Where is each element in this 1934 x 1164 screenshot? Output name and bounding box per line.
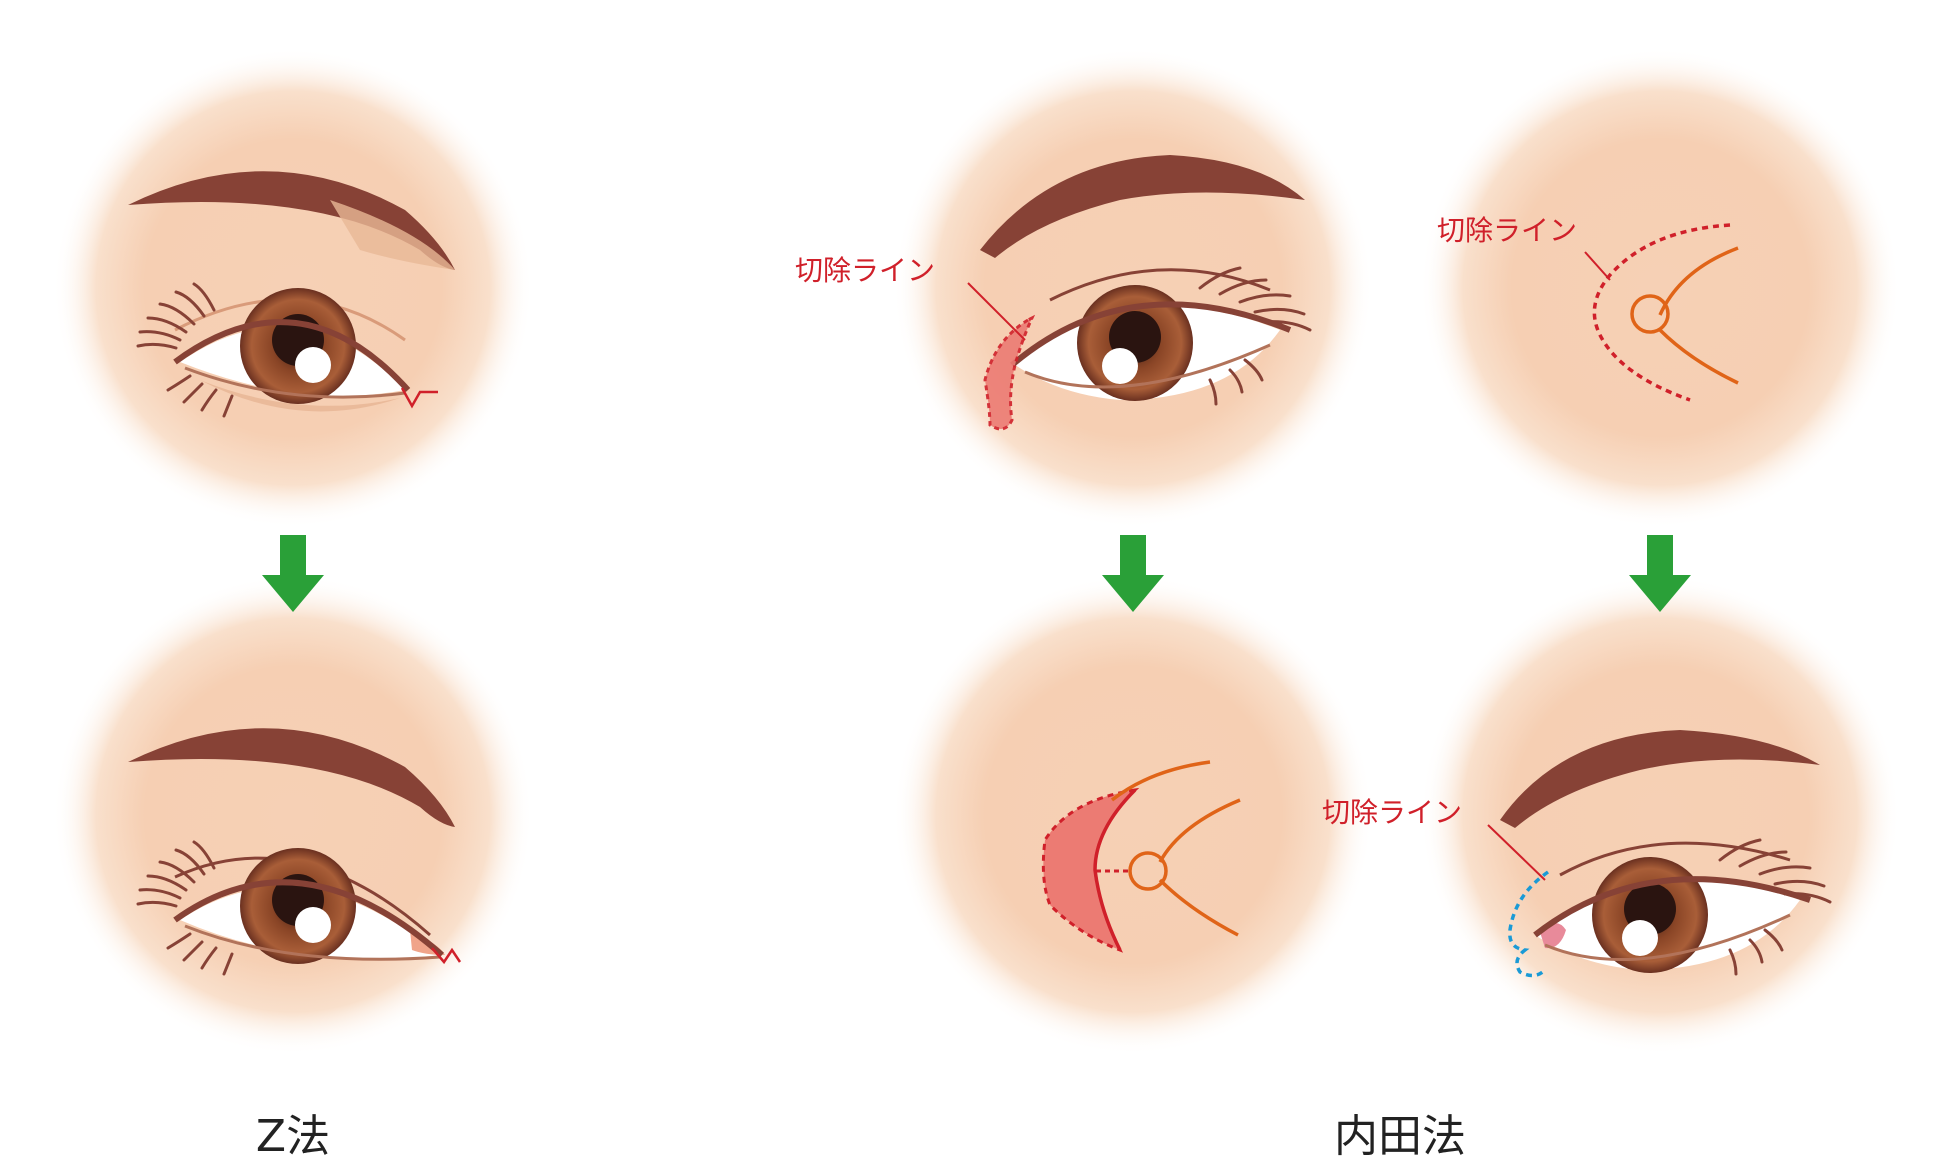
cut-area-filled xyxy=(1041,787,1140,953)
leader-line xyxy=(1584,251,1611,281)
upper-lashes xyxy=(1718,838,1832,904)
lower-lid-line xyxy=(184,924,441,961)
lower-lid-shadow xyxy=(200,380,400,412)
upper-lashes xyxy=(136,840,216,908)
caruncle-circle xyxy=(1630,294,1670,334)
highlight xyxy=(295,907,331,943)
eye-uchida-before: 切除ライン xyxy=(795,155,1312,431)
cut-area xyxy=(983,314,1036,431)
upper-lid-line xyxy=(1010,301,1292,368)
lower-lashes xyxy=(166,932,234,976)
cut-line-leader xyxy=(1487,824,1546,881)
lower-lid-line xyxy=(184,366,406,399)
lid-margin-upper xyxy=(1110,760,1211,802)
lower-lashes xyxy=(1208,358,1264,406)
eye-z-before xyxy=(128,171,455,418)
eye-uchida-after: 切除ライン xyxy=(1322,730,1832,978)
highlight xyxy=(1102,348,1138,384)
blue-dashed-line xyxy=(1508,870,1550,978)
eyebrow xyxy=(980,155,1305,258)
lid-margin-detail-upper xyxy=(1158,798,1241,863)
lower-lashes xyxy=(1728,928,1784,976)
skin-circle-uchida-after xyxy=(1420,575,1900,1055)
lid-margin-lower xyxy=(1658,328,1739,385)
skin-circle-z-before xyxy=(53,48,533,528)
highlight xyxy=(1622,920,1658,956)
upper-lid-line xyxy=(173,879,444,958)
highlight xyxy=(295,347,331,383)
uchida-mid xyxy=(1041,760,1241,953)
caption-z-method: Z法 xyxy=(255,1111,331,1162)
eye-z-after xyxy=(128,728,462,976)
uchida-detail: 切除ライン xyxy=(1437,214,1739,402)
upper-lid-crease xyxy=(1559,841,1791,877)
lower-lashes xyxy=(166,374,234,418)
eyebrow-shadow xyxy=(330,200,455,270)
upper-lid-line xyxy=(1533,876,1811,938)
down-arrow-icon xyxy=(1629,535,1691,612)
down-arrow-icon xyxy=(262,535,324,612)
cut-line-label: 切除ライン xyxy=(795,254,935,287)
skin-circle-uchida-mid xyxy=(893,575,1373,1055)
cut-line-leader xyxy=(967,282,1026,341)
lower-lid-line xyxy=(1024,343,1271,389)
upper-lid-line xyxy=(173,319,411,393)
upper-lid-crease xyxy=(1049,268,1271,302)
skin-circle-uchida-detail xyxy=(1420,48,1900,528)
cut-line-label-detail: 切除ライン xyxy=(1437,214,1577,247)
cut-inner-line xyxy=(1093,788,1137,951)
eyebrow xyxy=(128,171,455,270)
z-incision-closed xyxy=(431,947,462,965)
upper-lashes xyxy=(136,282,216,350)
lower-lid-line xyxy=(1544,913,1791,962)
down-arrow-icon xyxy=(1102,535,1164,612)
caruncle-circle xyxy=(1128,851,1168,891)
z-incision xyxy=(400,387,438,409)
eyebrow xyxy=(1500,730,1820,828)
caption-uchida-method: 内田法 xyxy=(1334,1111,1466,1162)
cut-line-label-after: 切除ライン xyxy=(1322,796,1462,829)
upper-lashes xyxy=(1198,266,1312,332)
skin-circle-z-after xyxy=(53,575,533,1055)
lid-margin-detail-lower xyxy=(1158,878,1239,937)
eyebrow xyxy=(128,728,455,827)
